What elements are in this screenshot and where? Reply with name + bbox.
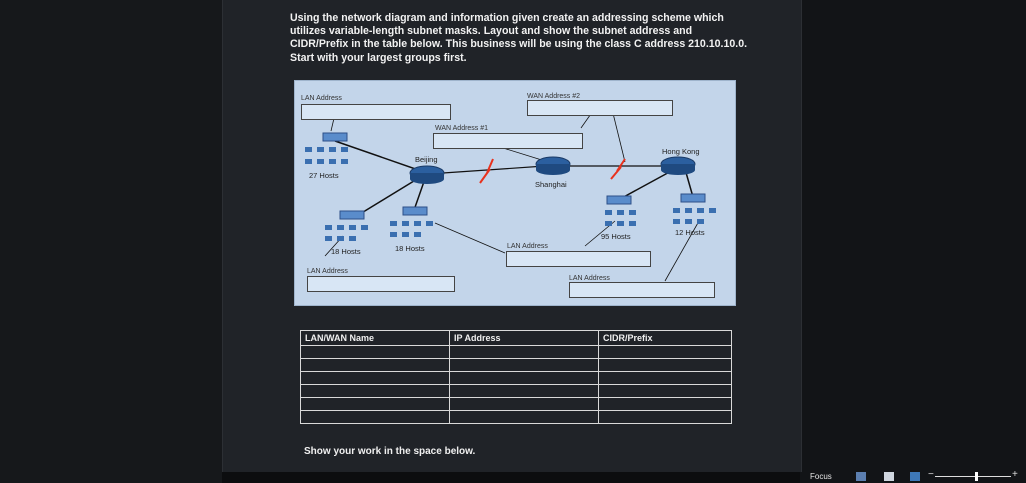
addressing-table: LAN/WAN Name IP Address CIDR/Prefix: [300, 330, 732, 424]
hosts-27-label: 27 Hosts: [309, 171, 339, 180]
wan2-address-box[interactable]: [527, 100, 673, 116]
hosts-12-label: 12 Hosts: [675, 228, 705, 237]
lan-address-label-2: LAN Address: [507, 243, 548, 250]
table-cell[interactable]: [449, 358, 599, 372]
hosts-18b-label: 18 Hosts: [395, 244, 425, 253]
web-layout-icon[interactable]: [910, 472, 920, 481]
hosts-18a-label: 18 Hosts: [331, 247, 361, 256]
table-cell[interactable]: [300, 345, 450, 359]
show-work-text: Show your work in the space below.: [304, 446, 476, 457]
lan-address-box-4[interactable]: [569, 282, 715, 298]
shanghai-label: Shanghai: [535, 180, 567, 189]
wan2-label: WAN Address #2: [527, 93, 581, 100]
table-cell[interactable]: [300, 410, 450, 424]
table-row: [300, 397, 732, 411]
table-row: [300, 410, 732, 424]
zoom-in-button[interactable]: +: [1012, 469, 1018, 480]
header-cidr-prefix: CIDR/Prefix: [598, 330, 732, 346]
wan1-address-box[interactable]: [433, 133, 583, 149]
table-cell[interactable]: [598, 345, 732, 359]
table-cell[interactable]: [449, 410, 599, 424]
table-cell[interactable]: [598, 358, 732, 372]
table-cell[interactable]: [300, 358, 450, 372]
table-cell[interactable]: [449, 397, 599, 411]
zoom-slider-track[interactable]: [935, 476, 1011, 477]
header-lan-wan-name: LAN/WAN Name: [300, 330, 450, 346]
table-cell[interactable]: [598, 397, 732, 411]
table-cell[interactable]: [449, 384, 599, 398]
table-header-row: LAN/WAN Name IP Address CIDR/Prefix: [300, 330, 732, 346]
table-cell[interactable]: [449, 345, 599, 359]
wan1-label: WAN Address #1: [435, 125, 489, 132]
print-layout-icon[interactable]: [884, 472, 894, 481]
read-mode-icon[interactable]: [856, 472, 866, 481]
focus-mode-button[interactable]: Focus: [810, 472, 832, 481]
table-cell[interactable]: [598, 410, 732, 424]
lan-address-label-1: LAN Address: [301, 95, 342, 102]
table-row: [300, 384, 732, 398]
zoom-out-button[interactable]: −: [928, 469, 934, 480]
background-right: [800, 0, 1026, 483]
table-row: [300, 345, 732, 359]
beijing-label: Beijing: [415, 155, 438, 164]
lan-address-box-2[interactable]: [506, 251, 651, 267]
table-row: [300, 371, 732, 385]
table-cell[interactable]: [598, 371, 732, 385]
question-text: Using the network diagram and informatio…: [290, 12, 748, 64]
background-left: [0, 0, 222, 483]
network-diagram: LAN Address WAN Address #1 WAN Address #…: [294, 80, 736, 306]
hongkong-label: Hong Kong: [662, 147, 700, 156]
lan-address-box-1[interactable]: [301, 104, 451, 120]
table-cell[interactable]: [300, 371, 450, 385]
zoom-slider-thumb[interactable]: [975, 472, 978, 481]
header-ip-address: IP Address: [449, 330, 599, 346]
table-row: [300, 358, 732, 372]
table-cell[interactable]: [449, 371, 599, 385]
table-cell[interactable]: [598, 384, 732, 398]
table-cell[interactable]: [300, 384, 450, 398]
hosts-95-label: 95 Hosts: [601, 232, 631, 241]
lan-address-label-3: LAN Address: [307, 268, 348, 275]
table-cell[interactable]: [300, 397, 450, 411]
lan-address-label-4: LAN Address: [569, 275, 610, 282]
lan-address-box-3[interactable]: [307, 276, 455, 292]
